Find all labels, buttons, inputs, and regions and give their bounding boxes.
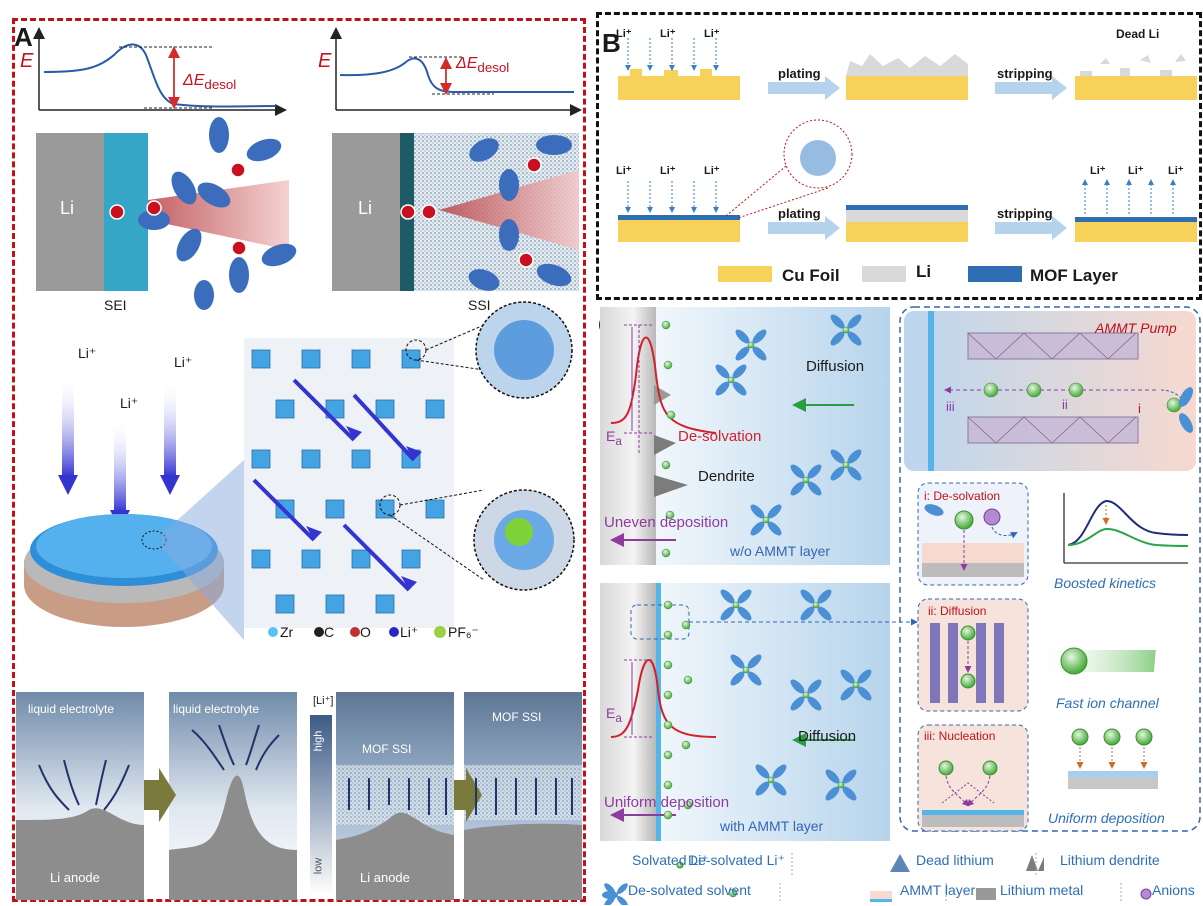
c-ea-1-main: E: [606, 428, 616, 444]
c-step-ii: ii: [1062, 397, 1068, 412]
c-box2-num: ii: [928, 604, 934, 618]
panel-a-graphics: [16, 27, 582, 900]
b-legend-li: Li: [916, 262, 932, 281]
c-uneven-deposition: Uneven deposition: [604, 514, 729, 531]
b-legend-cu: Cu Foil: [782, 266, 840, 285]
c-ea-2-sub: a: [615, 711, 622, 725]
b-liplus-5: Li⁺: [660, 165, 676, 177]
b-legend-mof: MOF Layer: [1030, 266, 1118, 285]
energy-axis-label-right: E: [318, 50, 332, 72]
c-step-i: i: [1138, 401, 1141, 416]
c-step-iii: iii: [946, 399, 955, 414]
c-box3-rest: : Nucleation: [932, 729, 996, 743]
c-uniform-deposition: Uniform deposition: [604, 794, 730, 811]
legend-dead-lithium: Dead lithium: [916, 852, 994, 868]
panel-a-frame: [12, 18, 586, 902]
delta-e-left-main: ΔE: [183, 72, 205, 89]
legend-lithium-dendrite: Lithium dendrite: [1060, 852, 1160, 868]
sei-label: SEI: [104, 297, 127, 313]
legend-ammt-layer: AMMT layer: [900, 882, 976, 898]
panel-b-graphics: [618, 38, 1197, 282]
c-ea-1-sub: a: [615, 434, 622, 448]
delta-e-right-main: ΔE: [456, 55, 478, 72]
c-diffusion-2: Diffusion: [798, 728, 857, 745]
legend-desolvated-solvent: De-solvated solvent: [628, 882, 751, 898]
legend-anions: Anions: [1152, 882, 1195, 898]
c-boosted-kinetics: Boosted kinetics: [1054, 575, 1156, 591]
c-box1-num: i: [924, 489, 927, 503]
panel-b-letter: B: [602, 28, 621, 58]
b-liplus-3: Li⁺: [704, 28, 720, 40]
b-liplus-6: Li⁺: [704, 165, 720, 177]
b-plating-1: plating: [778, 66, 821, 81]
c-ea-2: Ea: [606, 705, 622, 725]
b-liplus-1: Li⁺: [616, 28, 632, 40]
panel-c-graphics: [600, 306, 1201, 905]
legend-swatch-cu: [718, 266, 772, 282]
c-fast-ion-channel: Fast ion channel: [1056, 695, 1159, 711]
c-box3-num: iii: [924, 729, 932, 743]
b-plating-2: plating: [778, 206, 821, 221]
legend-swatch-li: [862, 266, 906, 282]
ssi-label: SSI: [468, 297, 491, 313]
c-without-layer: w/o AMMT layer: [730, 543, 831, 559]
legend-desolvated-li: De-solvated Li⁺: [688, 852, 785, 868]
c-box2-title: ii: Diffusion: [928, 604, 986, 618]
liquid-electrolyte-1: liquid electrolyte: [28, 702, 115, 716]
c-box3-title: iii: Nucleation: [924, 729, 995, 743]
liplus-label-3: Li⁺: [174, 354, 193, 370]
b-stripping-1: stripping: [997, 66, 1053, 81]
legend-c: C: [324, 624, 335, 640]
energy-axis-label-left: E: [20, 50, 34, 72]
li-label-sei: Li: [60, 198, 75, 218]
liquid-electrolyte-2: liquid electrolyte: [173, 702, 260, 716]
c-with-layer: with AMMT layer: [720, 818, 824, 834]
b-liplus-2: Li⁺: [660, 28, 676, 40]
legend-zr: Zr: [280, 624, 294, 640]
b-dead-li: Dead Li: [1116, 27, 1160, 41]
delta-e-right: ΔEdesol: [456, 55, 509, 75]
legend-swatch-mof: [968, 266, 1022, 282]
mof-ssi-1: MOF SSI: [362, 742, 412, 756]
b-liplus-4: Li⁺: [616, 165, 632, 177]
c-box1-rest: : De-solvation: [926, 489, 1001, 503]
c-box1-title: i: De-solvation: [924, 489, 1000, 503]
c-box2-rest: : Diffusion: [933, 604, 987, 618]
li-anode-1: Li anode: [50, 870, 100, 885]
panel-a-letter: A: [14, 22, 33, 52]
c-dendrite: Dendrite: [698, 468, 755, 485]
li-anode-2: Li anode: [360, 870, 410, 885]
conc-low: low: [312, 857, 325, 875]
c-diffusion-1: Diffusion: [806, 358, 865, 375]
c-desolvation: De-solvation: [678, 428, 762, 445]
liplus-label-2: Li⁺: [120, 395, 139, 411]
b-liplus-8: Li⁺: [1128, 165, 1144, 177]
legend-lithium-metal: Lithium metal: [1000, 882, 1084, 898]
b-liplus-9: Li⁺: [1168, 165, 1184, 177]
li-label-ssi: Li: [358, 198, 373, 218]
delta-e-right-sub: desol: [477, 60, 510, 76]
c-ammt-pump: AMMT Pump: [1095, 320, 1177, 336]
delta-e-left: ΔEdesol: [183, 72, 236, 92]
liplus-label-1: Li⁺: [78, 345, 97, 361]
b-liplus-7: Li⁺: [1090, 165, 1106, 177]
conc-high: high: [312, 730, 325, 752]
c-ea-2-main: E: [606, 705, 616, 721]
b-stripping-2: stripping: [997, 206, 1053, 221]
c-uniform-deposition-2: Uniform deposition: [1048, 810, 1165, 826]
mof-ssi-2: MOF SSI: [492, 710, 542, 724]
li-concentration-label: [Li⁺]: [313, 695, 334, 707]
legend-o: O: [360, 624, 371, 640]
legend-pf6: PF₆⁻: [448, 624, 479, 640]
legend-solvated-li: Solvated Li⁺: [632, 852, 709, 868]
panel-b-frame: [596, 12, 1202, 300]
delta-e-left-sub: desol: [204, 77, 237, 93]
legend-li: Li⁺: [400, 624, 419, 640]
c-ea-1: Ea: [606, 428, 622, 448]
